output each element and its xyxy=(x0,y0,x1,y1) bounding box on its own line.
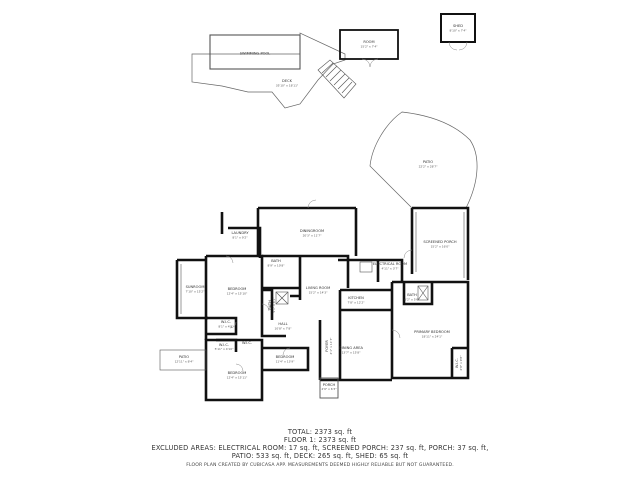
disclaimer: FLOOR PLAN CREATED BY CUBICASA APP. MEAS… xyxy=(186,463,454,468)
door-swing xyxy=(448,41,458,51)
deck-stairs xyxy=(317,59,357,99)
dim-diningroom: 20'3" x 11'7" xyxy=(303,234,323,238)
dim-room: 15'2" x 7'4" xyxy=(361,45,379,49)
dim-screened-porch: 15'2" x 16'0" xyxy=(431,245,451,249)
label-living-room: LIVING ROOM xyxy=(306,286,330,290)
label-bedroom-1: BEDROOM xyxy=(228,287,247,291)
floor-area: FLOOR 1: 2373 sq. ft xyxy=(283,436,357,444)
dim-living-room: 15'2" x 14'3" xyxy=(309,291,329,295)
dim-deck: 35'10" x 18'11" xyxy=(276,84,299,88)
pool-deck-area xyxy=(191,29,399,109)
label-dining-area: DINING AREA xyxy=(339,346,363,350)
room-outbuilding xyxy=(339,29,399,60)
label-wic-small: W.I.C. xyxy=(219,343,229,347)
dim-patio-small: 12'11" x 8'4" xyxy=(175,360,195,364)
excluded-areas-line-2: PATIO: 533 sq. ft, DECK: 265 sq. ft, SHE… xyxy=(231,452,409,460)
dim-hall: 10'8" x 7'8" xyxy=(275,327,293,331)
label-diningroom: DININGROOM xyxy=(300,229,324,233)
dim-dining-area: 13'7" x 15'8" xyxy=(342,351,362,355)
label-deck: DECK xyxy=(282,79,293,83)
swimming-pool xyxy=(209,34,301,70)
dim-bath-small: 5'1" x 8'1" xyxy=(272,297,276,313)
label-wic-1: W.I.C. xyxy=(221,320,231,324)
label-wic-2: W.I.C. xyxy=(242,341,252,345)
house-walls xyxy=(159,206,470,402)
door-swing xyxy=(361,58,371,68)
room-labels: SWIMMING POOL DECK 35'10" x 18'11" ROOM … xyxy=(175,24,468,391)
label-shed: SHED xyxy=(453,24,463,28)
label-porch: PORCH xyxy=(323,383,336,387)
door-swings xyxy=(225,199,413,372)
dim-porch: 4'9" x 6'3" xyxy=(321,387,337,391)
shed-outline xyxy=(440,13,476,43)
dim-wic-3: 4'9" x 9'8" xyxy=(459,355,463,371)
dim-bedroom-2: 11'4" x 13'9" xyxy=(276,360,296,364)
total-area: TOTAL: 2373 sq. ft xyxy=(287,428,353,436)
label-hall: HALL xyxy=(278,322,287,326)
wall-living xyxy=(262,254,350,300)
label-patio-small: PATIO xyxy=(179,355,189,359)
dim-wic-small: 5'11" x 4'10" xyxy=(215,347,235,351)
wall-bedrooms-south xyxy=(204,338,310,402)
excluded-areas-line-1: EXCLUDED AREAS: ELECTRICAL ROOM: 17 sq. … xyxy=(151,444,489,452)
label-bath-1: BATH xyxy=(271,259,281,263)
label-screened-porch: SCREENED PORCH xyxy=(423,240,457,244)
rotated-labels: BATH 5'1" x 8'1" FOYER 4'1" x 11'7" W.I.… xyxy=(242,297,463,371)
label-foyer: FOYER xyxy=(325,340,329,352)
dim-wic-1: 8'1" x 4'9" xyxy=(218,325,234,329)
dim-foyer: 4'1" x 11'7" xyxy=(329,337,333,355)
label-bath-small: BATH xyxy=(268,300,272,310)
wall-diningroom xyxy=(256,206,358,256)
wall-bath-hall xyxy=(262,286,300,320)
label-patio: PATIO xyxy=(423,160,433,164)
label-primary-bedroom: PRIMARY BEDROOM xyxy=(414,330,450,334)
dim-laundry: 8'1" x 9'2" xyxy=(232,236,248,240)
dim-bedroom-1: 12'4" x 15'10" xyxy=(227,292,248,296)
shed-area xyxy=(440,13,476,51)
dim-bath-1: 8'9" x 10'8" xyxy=(268,264,286,268)
label-bedroom-3: BEDROOM xyxy=(228,371,247,375)
dim-shed: 8'10" x 7'4" xyxy=(450,29,468,33)
patio-small-outline xyxy=(159,349,207,371)
label-laundry: LAUNDRY xyxy=(231,231,249,235)
label-electrical-room: ELECTRICAL ROOM xyxy=(373,262,407,266)
dim-patio: 22'2" x 28'7" xyxy=(419,165,439,169)
wall-primary-suite xyxy=(390,280,470,380)
door-swing xyxy=(369,58,379,68)
porch-outline xyxy=(319,377,339,399)
dim-bath-2: 6'2" x 5'6" xyxy=(404,298,420,302)
dim-electrical-room: 4'11" x 3'7" xyxy=(382,267,400,271)
deck-outline xyxy=(191,32,346,109)
wall-electrical-kitchen xyxy=(338,258,404,282)
dim-bedroom-3: 12'4" x 15'11" xyxy=(227,376,248,380)
wall-foyer-dining xyxy=(318,312,392,382)
label-swimming-pool: SWIMMING POOL xyxy=(240,52,271,56)
dim-kitchen: 7'8" x 12'2" xyxy=(348,301,366,305)
label-kitchen: KITCHEN xyxy=(348,296,364,300)
patio-outline xyxy=(369,111,478,209)
dim-primary-bedroom: 18'11" x 24'1" xyxy=(422,335,443,339)
wall-wic-small xyxy=(216,338,238,352)
label-wic-3: W.I.C. xyxy=(455,358,459,368)
wall-sunroom xyxy=(175,258,208,320)
wall-primary-wic xyxy=(450,346,468,378)
label-sunroom: SUNROOM xyxy=(186,285,205,289)
dim-sunroom: 7'10" x 15'2" xyxy=(186,290,206,294)
label-bedroom-2: BEDROOM xyxy=(276,355,295,359)
wall-kitchen-island xyxy=(338,288,392,312)
wall-hall-wic xyxy=(206,316,286,338)
label-bath-2: BATH xyxy=(407,293,417,297)
wall-screened-porch xyxy=(410,206,470,280)
label-room: ROOM xyxy=(363,40,374,44)
door-swing xyxy=(458,41,468,51)
fixtures xyxy=(275,261,429,305)
